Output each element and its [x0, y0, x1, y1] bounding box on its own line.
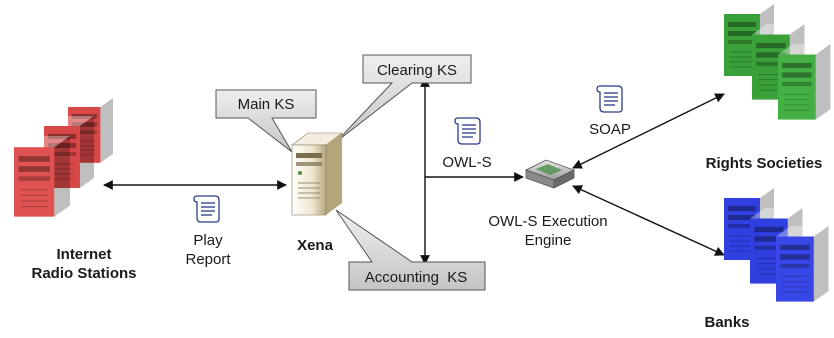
- radio-stations-label-line2: Radio Stations: [31, 265, 136, 282]
- soap-label: SOAP: [589, 121, 631, 138]
- engine-label-line2: Engine: [525, 232, 572, 249]
- rights-societies-label: Rights Societies: [706, 155, 823, 172]
- document-scroll-icon: [454, 117, 481, 145]
- owls-label: OWL-S: [442, 154, 491, 171]
- engine-label-line1: OWL-S Execution: [488, 213, 607, 230]
- xena-label: Xena: [297, 237, 334, 254]
- engine-rights-link: [572, 93, 725, 169]
- engine-banks-link: [572, 185, 725, 256]
- callout-main-ks-label: Main KS: [238, 96, 295, 113]
- connections: [103, 77, 725, 265]
- radio-stations-label-line1: Internet: [56, 246, 111, 263]
- callout-clearing-ks: Clearing KS: [335, 54, 472, 143]
- server-icon: [777, 43, 832, 121]
- callout-accounting-ks-label: Accounting KS: [365, 269, 468, 286]
- rights-societies-server-group: [723, 3, 832, 121]
- banks-server-group: [723, 187, 830, 303]
- banks-label: Banks: [704, 314, 749, 331]
- callout-accounting-ks: Accounting KS: [335, 209, 486, 291]
- play-report-label-line1: Play: [193, 232, 223, 249]
- callout-clearing-ks-label: Clearing KS: [377, 62, 457, 79]
- server-icon: [775, 225, 830, 303]
- callout-main-ks: Main KS: [215, 89, 317, 153]
- play-report-label-line2: Report: [185, 251, 231, 268]
- document-scroll-icon: [193, 195, 220, 223]
- document-scroll-icon: [596, 85, 623, 113]
- server-icon: [291, 132, 343, 216]
- radio-stations-server-group: [13, 97, 114, 218]
- server-icon: [13, 135, 71, 218]
- router-icon: [524, 159, 576, 189]
